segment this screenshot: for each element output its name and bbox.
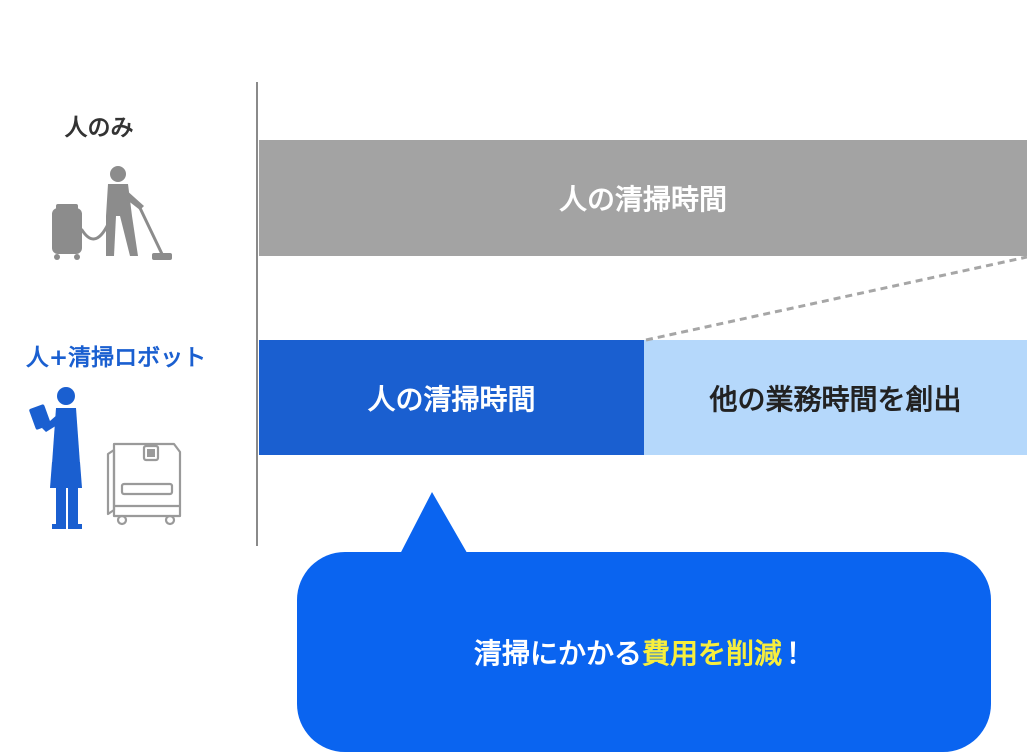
cleaning-robot-icon	[106, 442, 182, 526]
bar-other-work-time-created: 他の業務時間を創出	[644, 340, 1027, 455]
callout-text-suffix: ！	[786, 637, 815, 670]
row-divider-axis	[256, 82, 258, 546]
bar-label: 他の業務時間を創出	[709, 382, 962, 416]
bar-label: 人の清掃時間	[558, 183, 727, 216]
row-label-human-only: 人のみ	[64, 115, 134, 141]
callout-text-prefix: 清掃にかかる	[473, 637, 642, 670]
bar-human-cleaning-time-only: 人の清掃時間	[259, 140, 1027, 256]
row-label-human-robot: 人+清掃ロボット	[25, 345, 207, 371]
bar-human-cleaning-time-with-robot: 人の清掃時間	[259, 340, 644, 455]
person-with-tablet-icon	[29, 387, 82, 529]
cost-reduction-callout: 清掃にかかる費用を削減！	[297, 552, 991, 752]
bar-label: 人の清掃時間	[367, 382, 536, 416]
callout-text-highlight: 費用を削減	[641, 637, 782, 670]
person-vacuuming-icon	[52, 166, 172, 260]
